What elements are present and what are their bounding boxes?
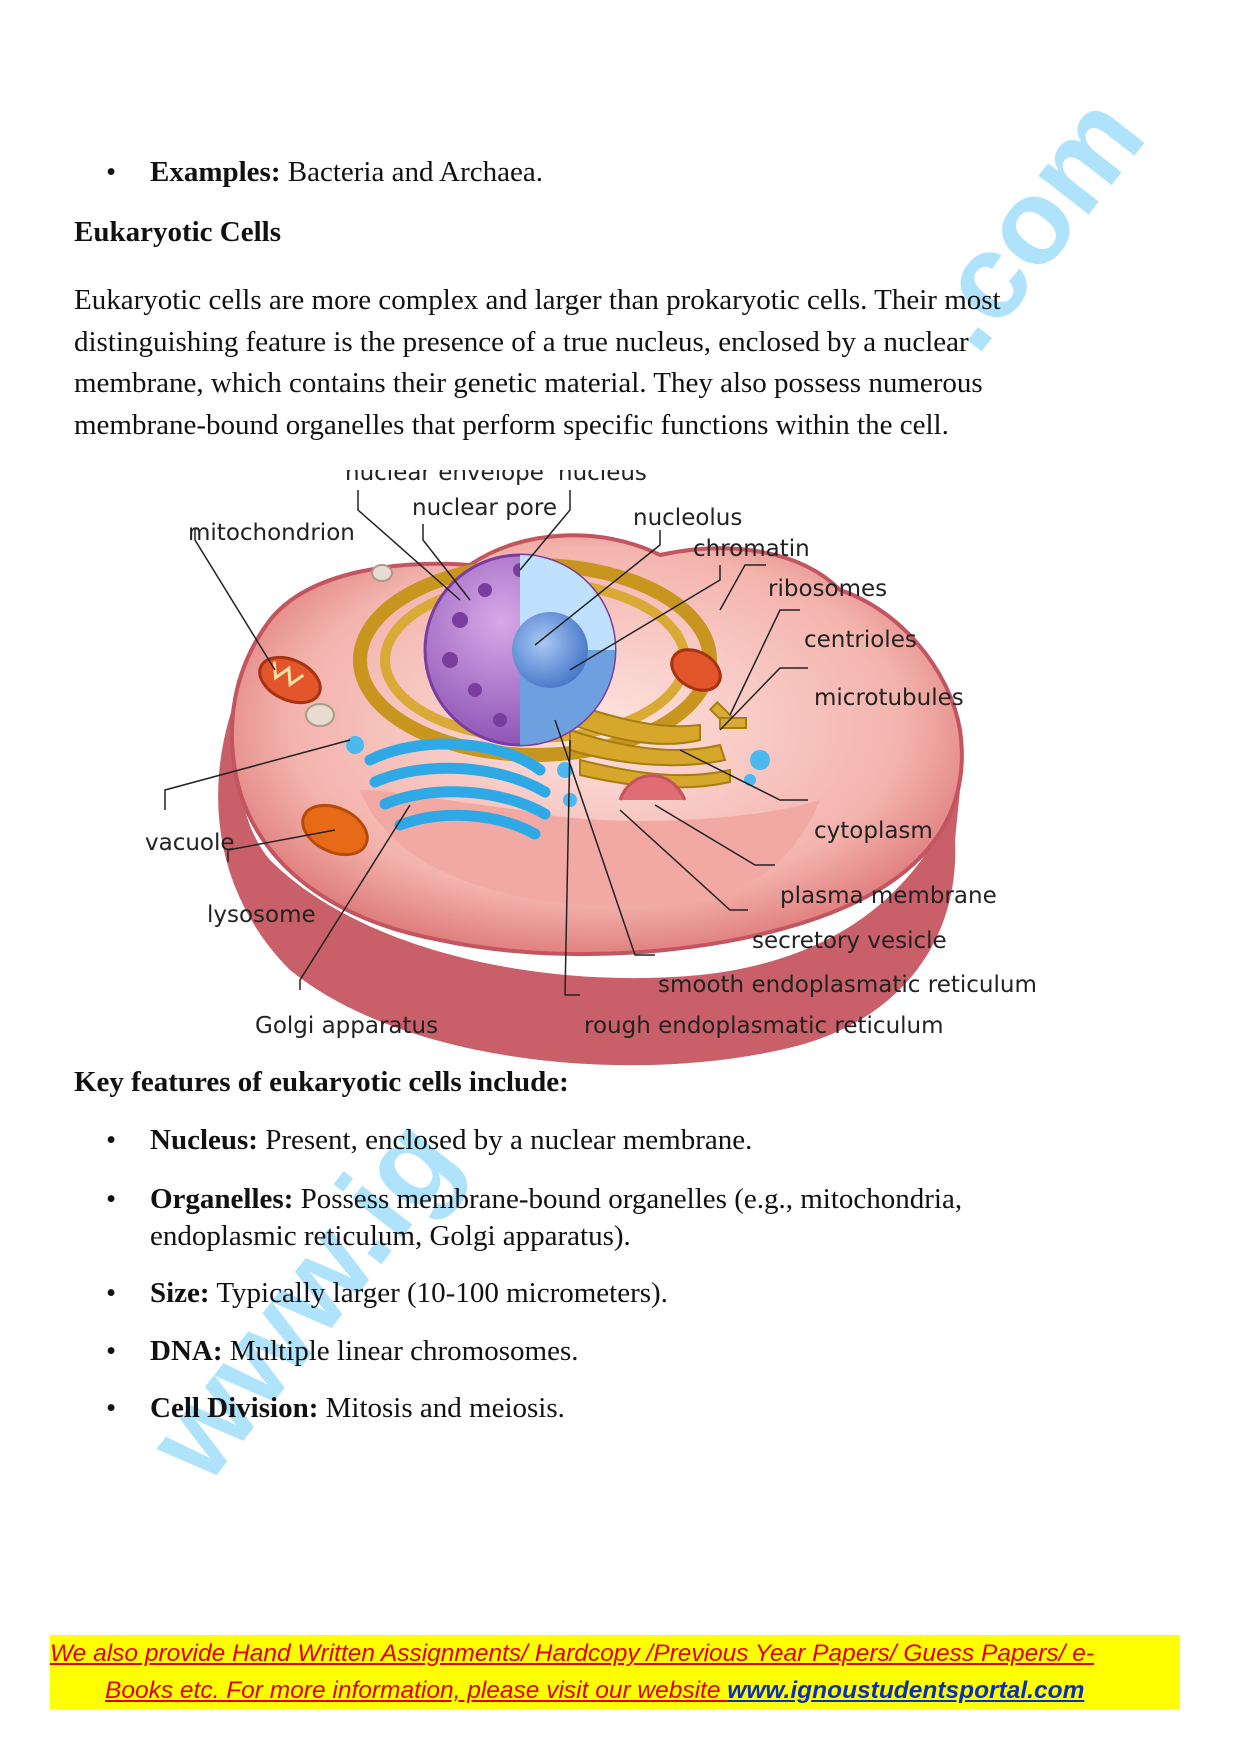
- eukaryotic-cell-diagram: nuclear envelope nucleus nuclear pore nu…: [140, 460, 1100, 1150]
- feature-term: Size:: [150, 1277, 210, 1309]
- label-nuclear-pore: nuclear pore: [412, 495, 557, 521]
- bullet-icon: •: [106, 156, 117, 188]
- bullet-icon: •: [106, 1124, 117, 1156]
- label-rough-er: rough endoplasmatic reticulum: [584, 1013, 944, 1039]
- bullet-icon: •: [106, 1335, 117, 1367]
- label-cytoplasm: cytoplasm: [814, 818, 933, 844]
- website-link[interactable]: www.ignoustudentsportal.com: [727, 1677, 1085, 1704]
- label-microtubules: microtubules: [814, 685, 964, 711]
- feature-term: Organelles:: [150, 1183, 294, 1215]
- golgi-apparatus: [364, 738, 551, 840]
- secretory-vesicle-shape: [618, 774, 687, 801]
- bullet-icon: •: [106, 1183, 117, 1215]
- section-heading: Eukaryotic Cells: [74, 216, 282, 248]
- footer-banner: We also provide Hand Written Assignments…: [50, 1635, 1180, 1709]
- footer-line-2: Books etc. For more information, please …: [50, 1672, 1180, 1709]
- label-chromatin: chromatin: [693, 536, 810, 562]
- paragraph-line: Eukaryotic cells are more complex and la…: [74, 284, 1001, 316]
- key-features-heading: Key features of eukaryotic cells include…: [74, 1066, 569, 1098]
- bullet-text: Bacteria and Archaea.: [280, 156, 543, 188]
- label-smooth-er: smooth endoplasmatic reticulum: [658, 972, 1037, 998]
- vacuole-shape: [305, 703, 335, 727]
- bullet-term: Examples:: [150, 156, 281, 188]
- label-nucleus: nucleus: [558, 470, 647, 486]
- feature-text: Multiple linear chromosomes.: [222, 1335, 579, 1367]
- feature-text: Mitosis and meiosis.: [318, 1392, 565, 1424]
- feature-text: Typically larger (10-100 micrometers).: [209, 1277, 668, 1309]
- nucleolus-shape: [512, 612, 588, 688]
- feature-term: Cell Division:: [150, 1392, 319, 1424]
- intro-paragraph: Eukaryotic cells are more complex and la…: [74, 280, 1184, 446]
- paragraph-line: distinguishing feature is the presence o…: [74, 325, 969, 358]
- label-centrioles: centrioles: [804, 627, 917, 653]
- label-secretory-vesicle: secretory vesicle: [752, 928, 947, 954]
- feature-text: Possess membrane-bound organelles (e.g.,…: [293, 1183, 963, 1215]
- label-mitochondrion: mitochondrion: [188, 520, 355, 546]
- label-vacuole: vacuole: [145, 830, 235, 856]
- cell-diagram-svg: nuclear envelope nucleus nuclear pore nu…: [145, 460, 1037, 1066]
- paragraph-line: membrane-bound organelles that perform s…: [74, 408, 949, 441]
- feature-term: DNA:: [150, 1335, 223, 1367]
- label-nucleolus: nucleolus: [633, 505, 742, 531]
- bullet-icon: •: [106, 1392, 117, 1424]
- label-ribosomes: ribosomes: [768, 576, 887, 602]
- footer-line-1: We also provide Hand Written Assignments…: [50, 1640, 1095, 1667]
- feature-text: Present, enclosed by a nuclear membrane.: [257, 1124, 753, 1156]
- label-lysosome: lysosome: [207, 902, 316, 928]
- feature-text-continued: endoplasmic reticulum, Golgi apparatus).: [150, 1220, 631, 1252]
- footer-line-2-text: Books etc. For more information, please …: [105, 1677, 728, 1704]
- leader-lines: [164, 490, 808, 996]
- paragraph-line: membrane, which contains their genetic m…: [74, 367, 983, 399]
- bullet-icon: •: [106, 1277, 117, 1309]
- cell-side-wall: [218, 700, 960, 1066]
- label-nuclear-envelope: nuclear envelope: [345, 470, 544, 486]
- label-plasma-membrane: plasma membrane: [780, 883, 997, 909]
- feature-term: Nucleus:: [150, 1124, 258, 1156]
- label-golgi: Golgi apparatus: [255, 1013, 438, 1039]
